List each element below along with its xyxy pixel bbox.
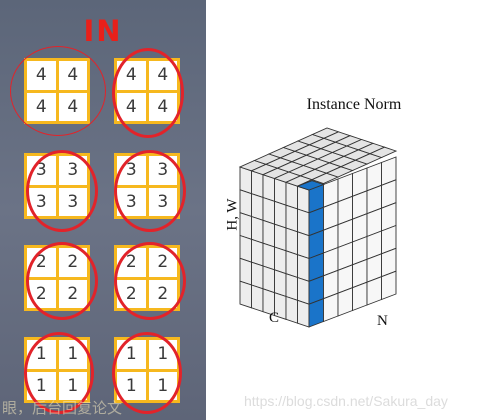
grid-cell: 4 [148,61,177,90]
cube-cell [285,204,298,233]
channel-grid: 3 3 3 3 [114,153,180,219]
cube-cell [239,234,252,263]
cube-cell [381,270,397,301]
instance-norm-cube-panel: Instance Norm H, W C N [206,0,484,420]
cube-cell [297,208,310,237]
cube-cell [285,181,298,210]
cube-cell [285,227,298,256]
grid-cell: 2 [58,248,87,277]
axis-label-c: C [269,310,280,326]
cube-cell [285,273,298,301]
channel-grid: 2 2 2 2 [24,245,90,311]
tensor-cube-diagram [238,127,398,328]
cube-cell [251,284,264,313]
grid-cell: 3 [58,156,87,185]
cube-cell [297,231,310,260]
channel-grid: 1 1 1 1 [24,337,90,403]
cube-cell [274,223,287,252]
cube-cell [297,299,310,328]
grid-cell: 1 [117,371,146,400]
grid-cell: 4 [58,61,87,90]
grid-cell: 4 [58,92,87,121]
cube-cell [274,177,287,206]
cube-cell [285,250,298,279]
watermark: https://blog.csdn.net/Sakura_day [244,393,448,409]
highlighted-instance-cell [296,180,325,191]
grid-cell: 1 [148,340,177,369]
grid-cell: 4 [27,61,56,90]
grid-cell: 1 [27,371,56,400]
grid-cell: 1 [27,340,56,369]
cube-cell [262,174,275,202]
grid-cell: 2 [148,248,177,277]
grid-cell: 3 [148,156,177,185]
cube-cell [337,287,353,317]
grid-cell: 3 [58,187,87,216]
grid-cell: 2 [27,248,56,277]
cube-cell [239,257,252,286]
cube-cell [251,238,264,267]
cube-cell [251,170,264,199]
cube-cell [366,276,382,306]
grid-cell: 2 [117,248,146,277]
grid-cell: 3 [27,156,56,185]
grid-cell: 3 [148,187,177,216]
instance-norm-grid-panel: IN 4 4 4 4 4 4 4 4 3 3 3 3 3 3 3 3 2 2 2… [0,0,206,420]
grid-cell: 4 [27,92,56,121]
channel-grid: 4 4 4 4 [24,58,90,124]
cube-cell [239,280,252,309]
grid-cell: 1 [58,371,87,400]
cube-cell [368,146,398,158]
cube-cell [297,276,310,305]
cube-cell [274,200,287,229]
grid-cell: 4 [117,61,146,90]
grid-cell: 3 [27,187,56,216]
highlighted-instance-cell [308,298,324,328]
cube-cell [297,185,310,214]
grid-cell: 1 [148,371,177,400]
cube-cell [251,261,264,290]
grid-cell: 3 [117,156,146,185]
cube-cell [323,292,339,323]
axis-label-n: N [377,313,388,329]
grid-cell: 2 [148,279,177,308]
cube-cell [274,246,287,275]
cube-title: Instance Norm [306,96,402,113]
channel-grid: 3 3 3 3 [24,153,90,219]
cube-cell [274,269,287,298]
grid-cell: 3 [117,187,146,216]
channel-grid: 1 1 1 1 [114,337,180,403]
cube-cell [262,219,275,248]
cube-cell [239,189,252,218]
cube-cell [262,242,275,271]
cube-cell [285,295,298,324]
panel-title: IN [83,14,123,48]
cube-cell [251,193,264,221]
grid-cell: 1 [58,340,87,369]
cube-cell [352,281,368,312]
cube-cell [297,254,310,282]
cube-cell [239,166,252,195]
cube-cell [262,265,275,294]
grid-cell: 2 [27,279,56,308]
grid-cell: 2 [58,279,87,308]
channel-grid: 4 4 4 4 [114,58,180,124]
grid-cell: 1 [117,340,146,369]
axis-label-hw: H, W [224,198,241,231]
cube-cell [239,212,252,240]
channel-grid: 2 2 2 2 [114,245,180,311]
cube-cell [262,196,275,225]
caption-overlay: 眼，后台回复论文 [2,399,123,417]
grid-cell: 4 [148,92,177,121]
grid-cell: 4 [117,92,146,121]
grid-cell: 2 [117,279,146,308]
cube-cell [251,215,264,244]
